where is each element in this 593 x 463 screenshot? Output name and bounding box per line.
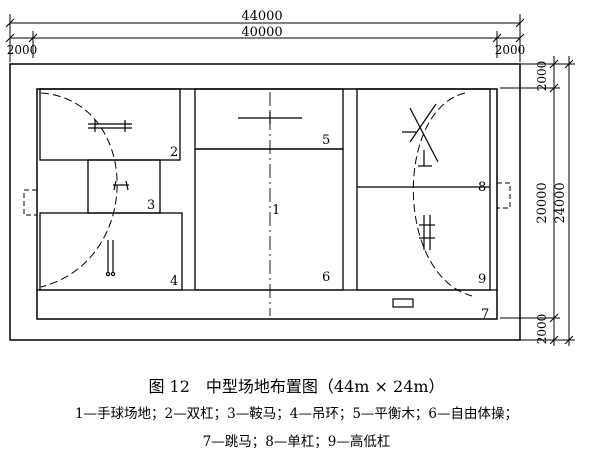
left-goal-area-arc (40, 92, 118, 288)
zone-rings (39, 212, 183, 291)
left-goal (23, 189, 37, 216)
legend-line-2: 7—跳马；8—单杠；9—高低杠 (202, 434, 391, 450)
right-goal (497, 182, 511, 209)
label-7: 7 (481, 307, 489, 322)
dim-total-length: 44000 (241, 9, 282, 24)
zone-bars-right (356, 88, 491, 291)
parallel-bars-symbol (88, 120, 132, 132)
vault-symbol (392, 298, 414, 308)
right-dimensions (500, 56, 575, 346)
label-2: 2 (170, 145, 178, 160)
rings-symbol (105, 240, 116, 277)
balance-beam-symbol (238, 112, 302, 124)
zone-balance-beam (194, 88, 344, 150)
label-5: 5 (322, 133, 330, 148)
label-1: 1 (272, 203, 280, 218)
dim-margin-right: 2000 (495, 43, 526, 57)
dim-margin-left: 2000 (7, 43, 38, 57)
figure-caption: 图 12 中型场地布置图（44m × 24m） (148, 377, 445, 396)
dim-margin-bottom: 2000 (535, 314, 549, 345)
dim-total-width: 24000 (553, 182, 568, 223)
outer-boundary (9, 63, 521, 341)
dim-court-width: 20000 (535, 182, 550, 223)
label-3: 3 (147, 198, 155, 213)
dim-court-length: 40000 (241, 25, 282, 40)
high-bar-symbol (402, 103, 439, 167)
label-9: 9 (478, 272, 486, 287)
zone-floor-exercise (194, 148, 344, 291)
uneven-bars-symbol (419, 215, 435, 250)
venue-layout-diagram: 44000 40000 2000 2000 2000 20000 24000 2… (5, 9, 575, 346)
label-6: 6 (322, 270, 330, 285)
label-4: 4 (170, 274, 178, 289)
legend-line-1: 1—手球场地；2—双杠；3—鞍马；4—吊环；5—平衡木；6—自由体操； (74, 406, 519, 422)
pommel-horse-symbol (113, 180, 129, 191)
dim-margin-top: 2000 (535, 61, 549, 92)
top-dimensions (5, 14, 525, 62)
label-8: 8 (478, 180, 486, 195)
right-goal-area-arc (412, 92, 473, 297)
